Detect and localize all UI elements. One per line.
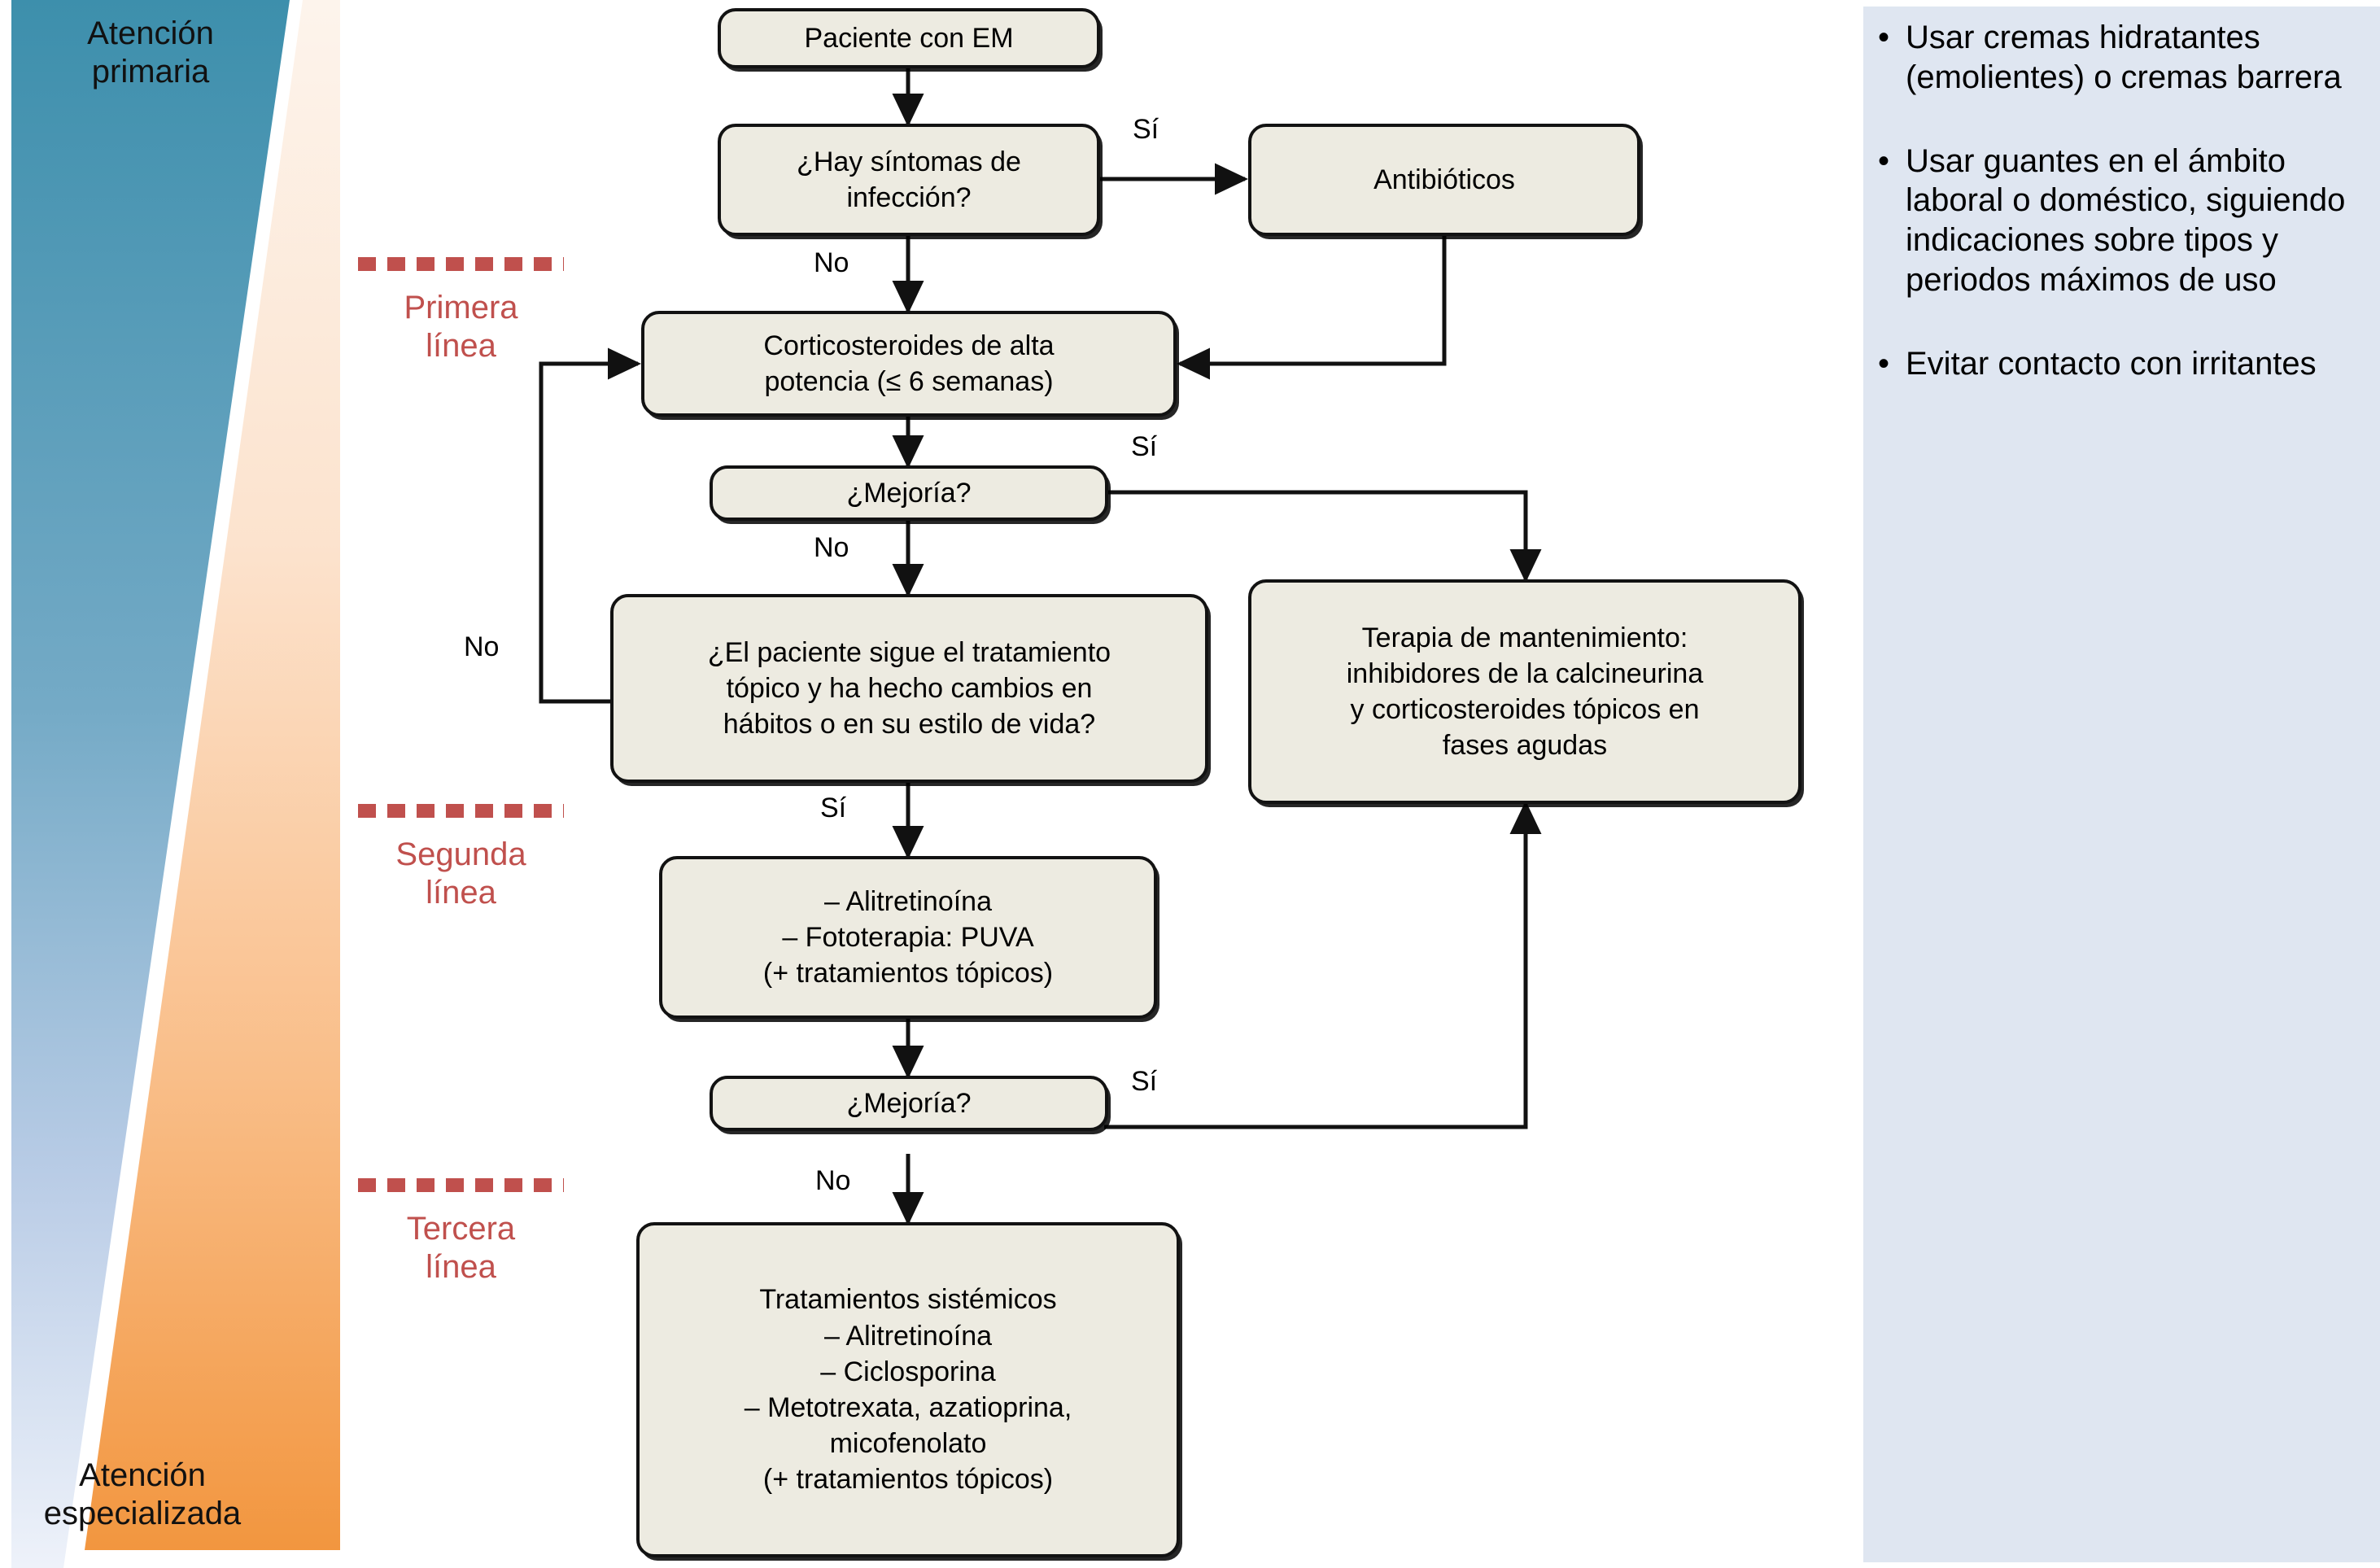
care-level-gradient-panel: Atención primaria Atención especializada xyxy=(0,0,358,1568)
patient-advice-panel: • Usar cremas hidratantes (emolientes) o… xyxy=(1863,7,2380,1562)
edge-label-improvement2-no: No xyxy=(815,1165,851,1196)
node-improvement-question-2-label: ¿Mejoría? xyxy=(846,1087,972,1119)
advice-item: • Usar cremas hidratantes (emolientes) o… xyxy=(1878,18,2365,98)
edge-label-improvement1-no: No xyxy=(814,532,849,563)
advice-item-text: Usar guantes en el ámbito laboral o domé… xyxy=(1906,142,2346,298)
node-adherence-question-label: ¿El paciente sigue el tratamiento tópico… xyxy=(707,636,1111,740)
bullet-icon: • xyxy=(1878,345,1890,382)
node-antibiotics[interactable]: Antibióticos xyxy=(1248,124,1640,236)
node-corticosteroids-label: Corticosteroides de alta potencia (≤ 6 s… xyxy=(763,330,1055,397)
edge-label-infection-yes: Sí xyxy=(1133,114,1159,145)
edge-label-improvement1-yes: Sí xyxy=(1131,431,1158,462)
node-antibiotics-label: Antibióticos xyxy=(1373,164,1515,195)
node-patient-label: Paciente con EM xyxy=(804,22,1014,54)
edge-label-infection-no: No xyxy=(814,247,849,278)
node-second-line-treatment[interactable]: – Alitretinoína – Fototerapia: PUVA (+ t… xyxy=(659,856,1157,1019)
advice-item: • Evitar contacto con irritantes xyxy=(1878,344,2365,384)
advice-item-text: Usar cremas hidratantes (emolientes) o c… xyxy=(1906,20,2342,95)
dashed-divider-icon xyxy=(358,1178,564,1192)
care-level-wedges-svg xyxy=(11,0,340,1568)
care-level-primary-label: Atención primaria xyxy=(87,15,214,90)
dashed-divider-icon xyxy=(358,257,564,271)
node-improvement-question-2[interactable]: ¿Mejoría? xyxy=(710,1076,1108,1131)
specialized-care-wedge xyxy=(85,0,340,1550)
node-infection-question-label: ¿Hay síntomas de infección? xyxy=(797,146,1021,213)
node-patient[interactable]: Paciente con EM xyxy=(718,8,1100,68)
node-maintenance-therapy[interactable]: Terapia de mantenimiento: inhibidores de… xyxy=(1248,579,1801,804)
edge-antibiotics-to-corticosteroids xyxy=(1177,236,1447,380)
primary-care-wedge xyxy=(11,0,290,1568)
therapy-tier-second: Segunda línea xyxy=(358,804,602,912)
advice-item: • Usar guantes en el ámbito laboral o do… xyxy=(1878,142,2365,300)
node-infection-question[interactable]: ¿Hay síntomas de infección? xyxy=(718,124,1100,236)
node-maintenance-therapy-label: Terapia de mantenimiento: inhibidores de… xyxy=(1346,622,1704,762)
bullet-icon: • xyxy=(1878,20,1890,55)
edge-improvement2-to-maintenance xyxy=(1104,801,1542,1129)
edge-improvement1-to-maintenance xyxy=(1104,490,1542,583)
edge-label-improvement2-yes: Sí xyxy=(1131,1066,1158,1097)
node-improvement-question-1[interactable]: ¿Mejoría? xyxy=(710,465,1108,521)
edge-label-adherence-yes: Sí xyxy=(820,793,847,823)
therapy-tier-first: Primera línea xyxy=(358,257,602,365)
node-improvement-question-1-label: ¿Mejoría? xyxy=(846,477,972,509)
advice-item-text: Evitar contacto con irritantes xyxy=(1906,345,2317,382)
bullet-icon: • xyxy=(1878,142,1890,179)
therapy-tier-third: Tercera línea xyxy=(358,1178,602,1286)
node-adherence-question[interactable]: ¿El paciente sigue el tratamiento tópico… xyxy=(610,594,1208,783)
care-level-specialized-label: Atención especializada xyxy=(43,1457,242,1532)
therapy-tier-first-label: Primera línea xyxy=(404,290,518,365)
node-second-line-treatment-label: – Alitretinoína – Fototerapia: PUVA (+ t… xyxy=(762,885,1054,989)
dashed-divider-icon xyxy=(358,804,564,818)
node-corticosteroids[interactable]: Corticosteroides de alta potencia (≤ 6 s… xyxy=(641,311,1177,417)
node-systemic-treatments-label: Tratamientos sistémicos – Alitretinoína … xyxy=(744,1284,1072,1496)
therapy-tier-second-label: Segunda línea xyxy=(395,836,526,911)
therapy-tier-third-label: Tercera línea xyxy=(406,1211,516,1286)
node-systemic-treatments[interactable]: Tratamientos sistémicos – Alitretinoína … xyxy=(636,1222,1180,1557)
edge-label-adherence-no: No xyxy=(464,631,500,662)
